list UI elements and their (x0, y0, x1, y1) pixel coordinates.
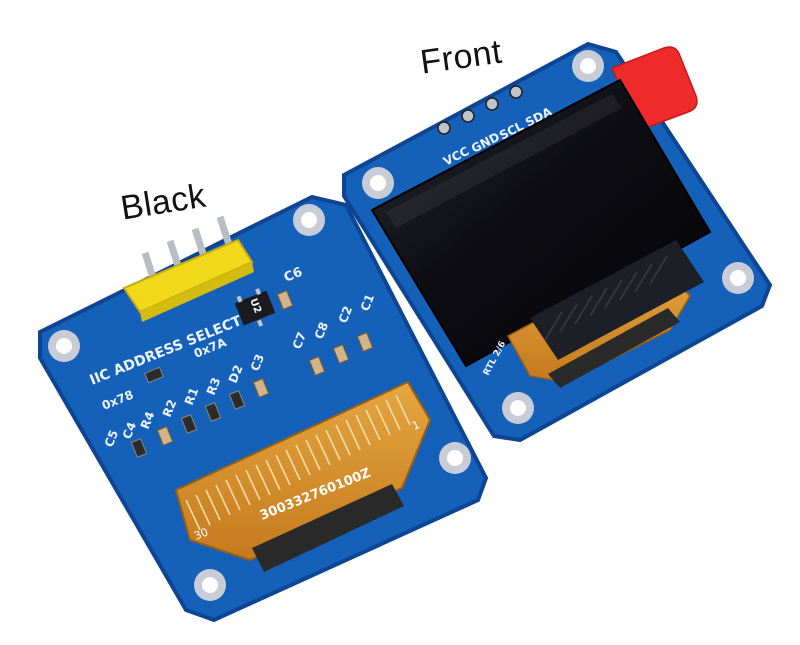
pin-one-label: 1 (410, 418, 421, 433)
regulator-chip (234, 288, 276, 327)
label-c4: C4 (120, 420, 139, 441)
mounting-hole (194, 569, 226, 601)
mounting-hole (502, 392, 534, 424)
mounting-hole (48, 330, 80, 362)
label-c3: C3 (248, 352, 267, 373)
label-c2: C2 (336, 304, 355, 325)
pin-pads (437, 85, 523, 135)
mounting-hole (293, 204, 325, 236)
label-r3: R3 (204, 376, 224, 398)
label-r4: R4 (138, 410, 158, 432)
pin-thirty-label: 30 (192, 525, 210, 542)
mounting-hole (572, 50, 604, 82)
mounting-hole (439, 442, 471, 474)
smd-components (130, 290, 374, 458)
label-c5: C5 (102, 428, 121, 449)
back-board: IIC ADDRESS SELECT 0x78 0x7A C6 U2 C7 C8… (38, 194, 489, 623)
label-c6: C6 (282, 265, 305, 286)
front-flex-cable (506, 240, 704, 388)
label-c7: C7 (290, 330, 309, 351)
label-d2: D2 (226, 363, 246, 385)
mounting-hole (722, 262, 754, 294)
oled-screen (370, 78, 712, 368)
back-flex-cable: 300332760100Z 1 30 (174, 380, 432, 572)
mounting-hole (362, 167, 394, 199)
header-pins (122, 215, 254, 322)
label-r2: R2 (160, 398, 180, 420)
front-board: VCC GND SCL SDA RTL 2/6 (342, 41, 773, 443)
label-c8: C8 (312, 320, 331, 341)
label-r1: R1 (182, 386, 202, 408)
label-c1: C1 (358, 292, 377, 313)
label-u2: U2 (247, 297, 263, 315)
